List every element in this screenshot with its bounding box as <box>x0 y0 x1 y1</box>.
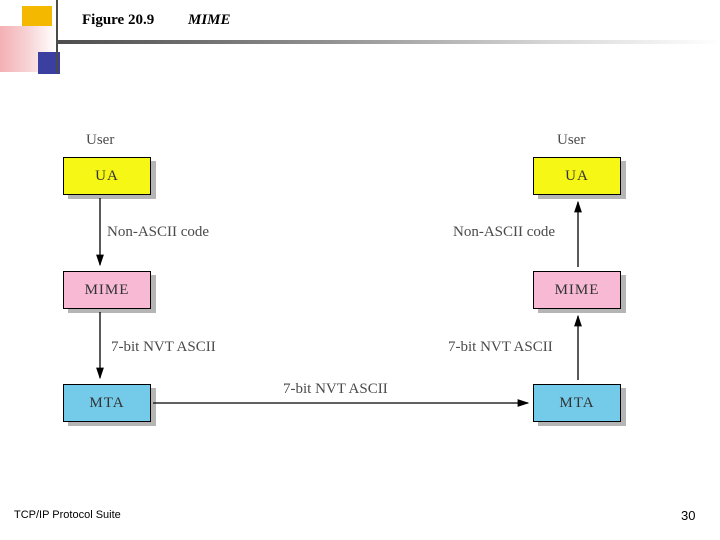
footer-page-number: 30 <box>681 508 696 523</box>
left-edge-label-non-ascii: Non-ASCII code <box>107 224 210 240</box>
header-rule <box>56 40 720 44</box>
left-user-label: User <box>86 132 115 148</box>
left-box-mime: MIME <box>63 271 151 309</box>
left-box-mta: MTA <box>63 384 151 422</box>
figure-title: MIME <box>188 12 231 28</box>
footer-suite-label: TCP/IP Protocol Suite <box>14 509 121 521</box>
right-edge-label-nvt-ascii: 7-bit NVT ASCII <box>448 339 553 355</box>
right-box-ua: UA <box>533 157 621 195</box>
right-box-mta: MTA <box>533 384 621 422</box>
decoration-blue-square <box>38 52 60 74</box>
middle-edge-label-nvt-ascii: 7-bit NVT ASCII <box>283 381 388 397</box>
right-edge-label-non-ascii: Non-ASCII code <box>453 224 556 240</box>
right-box-mime: MIME <box>533 271 621 309</box>
figure-label: Figure 20.9 <box>82 12 155 28</box>
left-box-ua: UA <box>63 157 151 195</box>
left-edge-label-nvt-ascii: 7-bit NVT ASCII <box>111 339 216 355</box>
right-user-label: User <box>557 132 586 148</box>
decoration-vertical-line <box>56 0 58 73</box>
